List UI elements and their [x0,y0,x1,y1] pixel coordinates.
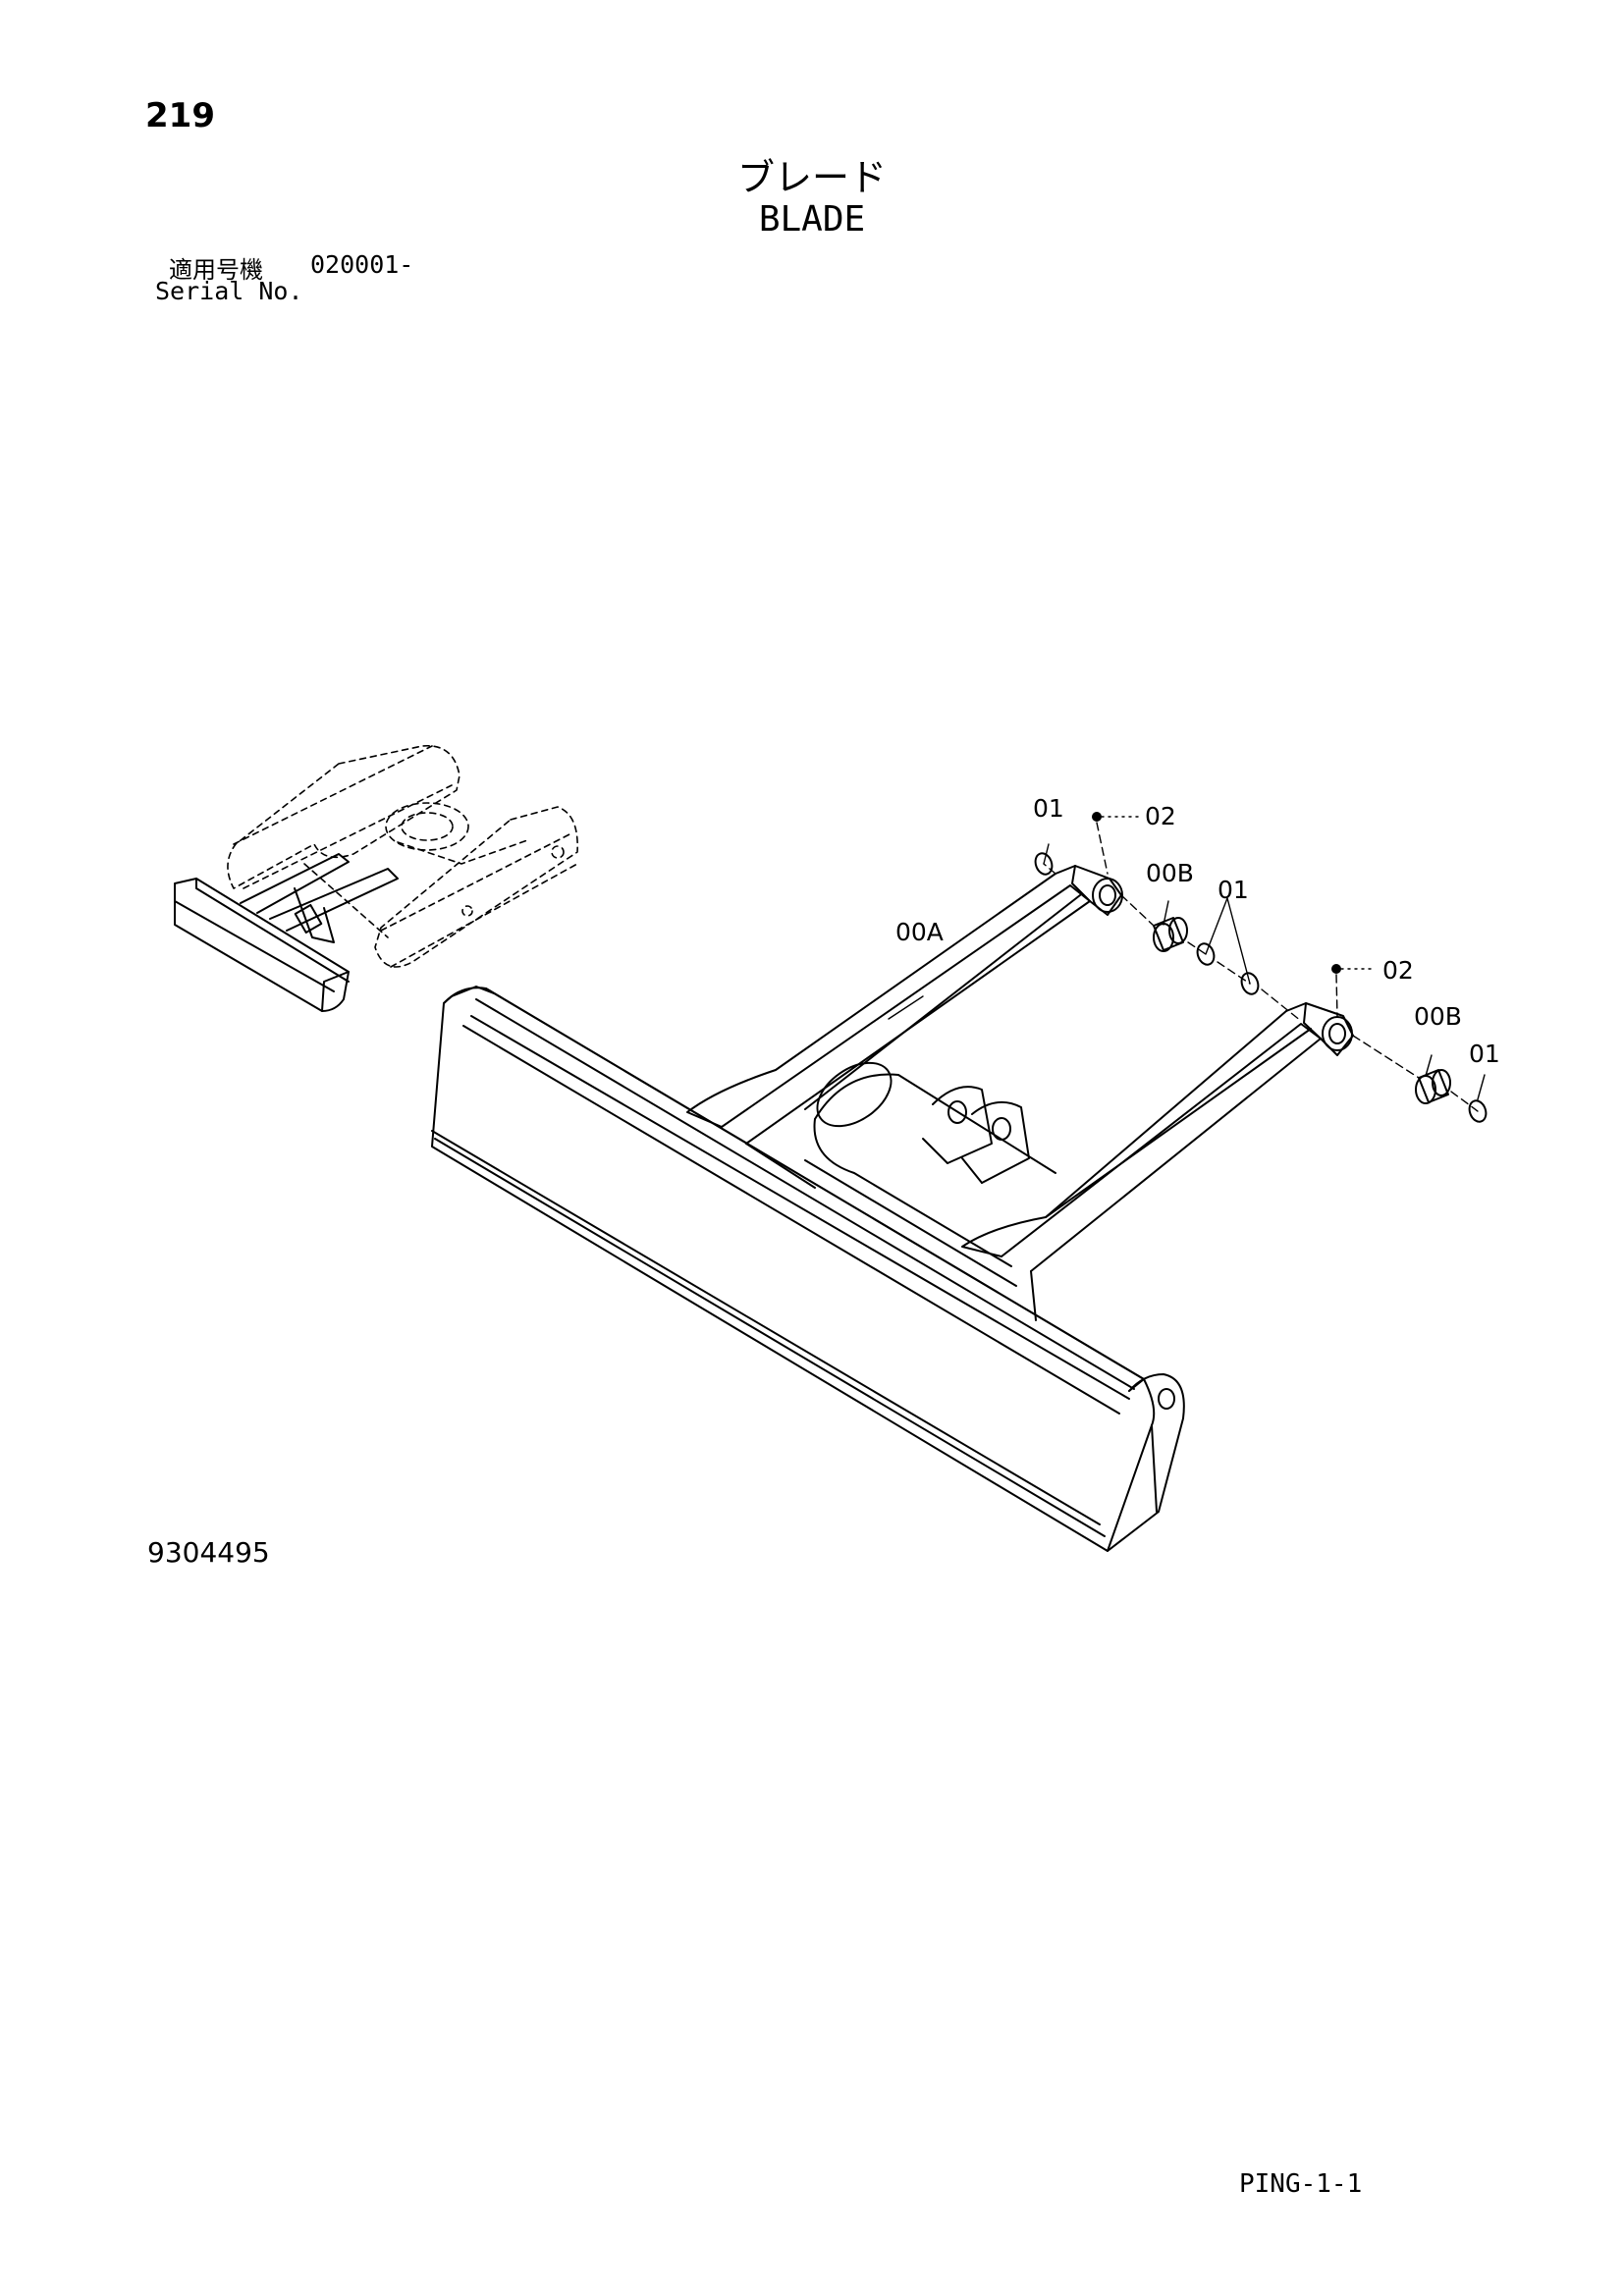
serial-label-jp: 適用号機 [169,256,263,284]
callout-02-right: 02 [1382,956,1414,985]
page-number: 219 [145,96,215,135]
small-parts [1034,812,1488,1123]
dozer-blade [431,986,1185,1552]
callout-01-left-top: 01 [1033,794,1064,823]
blade-frame [686,865,1354,1321]
leader-lines [888,816,1486,1112]
callout-02-left: 02 [1145,802,1176,830]
serial-label: Serial No. [155,277,303,305]
machine-overview-inset [174,745,578,1012]
page-title: BLADE [758,199,866,240]
callout-00b-right: 00B [1414,1002,1462,1031]
callout-01-right: 01 [1469,1040,1500,1068]
page-title-jp: ブレード [736,156,887,199]
callout-00a: 00A [895,918,944,946]
callout-00b-left: 00B [1146,859,1194,887]
drawing-number: 9304495 [147,1536,270,1569]
serial-range: 020001- [310,250,414,279]
callout-01-left-group: 01 [1218,876,1249,904]
sheet-code: PING-1-1 [1239,2169,1363,2199]
